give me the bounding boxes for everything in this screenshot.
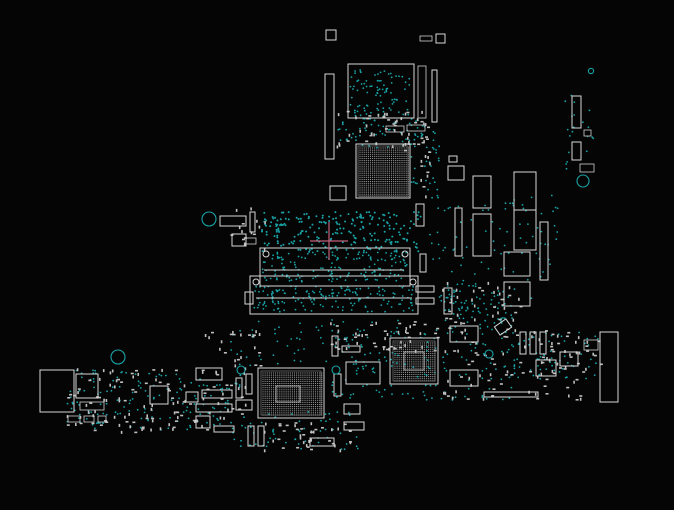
test-point-rings <box>110 67 595 375</box>
bga-chip-top <box>357 145 409 197</box>
top-small-parts <box>325 29 446 44</box>
bga-chip-lower <box>260 370 322 416</box>
lower-chips <box>257 318 619 431</box>
memory-slots <box>244 247 453 315</box>
left-middle-parts <box>219 211 257 247</box>
left-lower-parts <box>39 367 335 447</box>
cpu-block-top <box>324 63 438 201</box>
bga-chip-middle <box>392 340 436 382</box>
right-upper-parts <box>415 95 595 307</box>
crosshair-icon <box>310 222 348 260</box>
